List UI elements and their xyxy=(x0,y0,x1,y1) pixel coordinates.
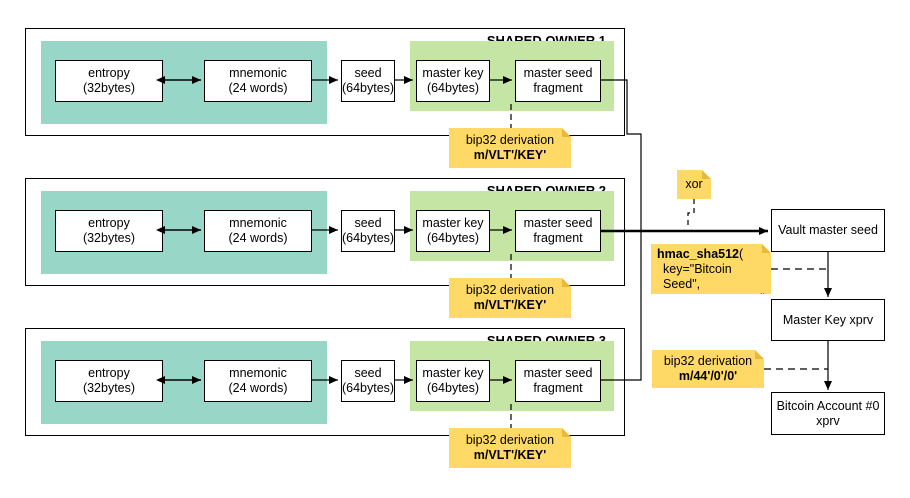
seed-label: seed xyxy=(354,366,382,380)
master-key-label: master key xyxy=(422,216,484,230)
hmac-msg-param: msg=master seed) xyxy=(663,292,767,306)
entropy-label: entropy xyxy=(88,366,130,380)
fragment-label-2: fragment xyxy=(533,381,583,395)
hmac-func-name: hmac_sha512 xyxy=(657,247,740,261)
account-derivation-label: bip32 derivation xyxy=(663,354,753,368)
master-key-node: master key(64bytes) xyxy=(416,360,490,402)
derivation-label: bip32 derivation xyxy=(465,133,555,147)
account-derivation-path: m/44'/0'/0' xyxy=(678,369,738,383)
shared-owner-2-panel: SHARED OWNER 2 entropy(32bytes) mnemonic… xyxy=(25,178,625,286)
fragment-label-1: master seed xyxy=(523,366,593,380)
account-label-2: xprv xyxy=(816,413,840,428)
fragment-label-1: master seed xyxy=(523,66,593,80)
derivation-label: bip32 derivation xyxy=(465,433,555,447)
derivation-label: bip32 derivation xyxy=(465,283,555,297)
seed-node: seed(64bytes) xyxy=(341,360,395,402)
mnemonic-size: (24 words) xyxy=(228,81,288,95)
seed-node: seed(64bytes) xyxy=(341,210,395,252)
fragment-label-2: fragment xyxy=(533,81,583,95)
master-key-size: (64bytes) xyxy=(426,381,480,395)
mnemonic-label: mnemonic xyxy=(229,366,287,380)
master-key-size: (64bytes) xyxy=(426,81,480,95)
master-key-xprv-label: Master Key xprv xyxy=(782,312,874,327)
account-label-1: Bitcoin Account #0 xyxy=(776,398,880,413)
fragment-label-2: fragment xyxy=(533,231,583,245)
hmac-key-param: key="Bitcoin Seed", xyxy=(663,262,732,291)
bip32-derivation-note-3: bip32 derivation m/VLT'/KEY' xyxy=(449,428,571,468)
mnemonic-node: mnemonic(24 words) xyxy=(204,360,312,402)
hmac-open-paren: ( xyxy=(739,247,744,261)
master-key-size: (64bytes) xyxy=(426,231,480,245)
master-key-label: master key xyxy=(422,366,484,380)
seed-node: seed(64bytes) xyxy=(341,60,395,102)
master-key-label: master key xyxy=(422,66,484,80)
account-derivation-note: bip32 derivation m/44'/0'/0' xyxy=(652,350,764,388)
derivation-path: m/VLT'/KEY' xyxy=(473,298,547,312)
seed-size: (64bytes) xyxy=(341,231,395,245)
mnemonic-node: mnemonic(24 words) xyxy=(204,210,312,252)
xor-label: xor xyxy=(685,177,703,191)
mnemonic-label: mnemonic xyxy=(229,216,287,230)
entropy-node: entropy(32bytes) xyxy=(55,360,163,402)
master-key-node: master key(64bytes) xyxy=(416,210,490,252)
mnemonic-size: (24 words) xyxy=(228,381,288,395)
entropy-label: entropy xyxy=(88,216,130,230)
master-key-xprv-node: Master Key xprv xyxy=(771,299,885,341)
derivation-path: m/VLT'/KEY' xyxy=(473,448,547,462)
vault-master-seed-label: Vault master seed xyxy=(778,223,878,237)
fragment-label-1: master seed xyxy=(523,216,593,230)
xor-note-dash xyxy=(687,199,695,226)
bip32-derivation-note-2: bip32 derivation m/VLT'/KEY' xyxy=(449,278,571,318)
mnemonic-label: mnemonic xyxy=(229,66,287,80)
hmac-sha512-note: hmac_sha512( key="Bitcoin Seed", msg=mas… xyxy=(651,244,771,294)
shared-owner-1-panel: SHARED OWNER 1 entropy(32bytes) mnemonic… xyxy=(25,28,625,136)
entropy-size: (32bytes) xyxy=(82,381,136,395)
entropy-label: entropy xyxy=(88,66,130,80)
master-key-node: master key(64bytes) xyxy=(416,60,490,102)
shared-owner-3-panel: SHARED OWNER 3 entropy(32bytes) mnemonic… xyxy=(25,328,625,436)
entropy-size: (32bytes) xyxy=(82,81,136,95)
bip32-derivation-note-1: bip32 derivation m/VLT'/KEY' xyxy=(449,128,571,168)
seed-label: seed xyxy=(354,216,382,230)
entropy-node: entropy(32bytes) xyxy=(55,210,163,252)
mnemonic-size: (24 words) xyxy=(228,231,288,245)
xor-note: xor xyxy=(677,170,711,199)
derivation-path: m/VLT'/KEY' xyxy=(473,148,547,162)
seed-size: (64bytes) xyxy=(341,381,395,395)
vault-master-seed-node: Vault master seed xyxy=(771,209,885,252)
mnemonic-node: mnemonic(24 words) xyxy=(204,60,312,102)
entropy-node: entropy(32bytes) xyxy=(55,60,163,102)
seed-size: (64bytes) xyxy=(341,81,395,95)
entropy-size: (32bytes) xyxy=(82,231,136,245)
seed-label: seed xyxy=(354,66,382,80)
